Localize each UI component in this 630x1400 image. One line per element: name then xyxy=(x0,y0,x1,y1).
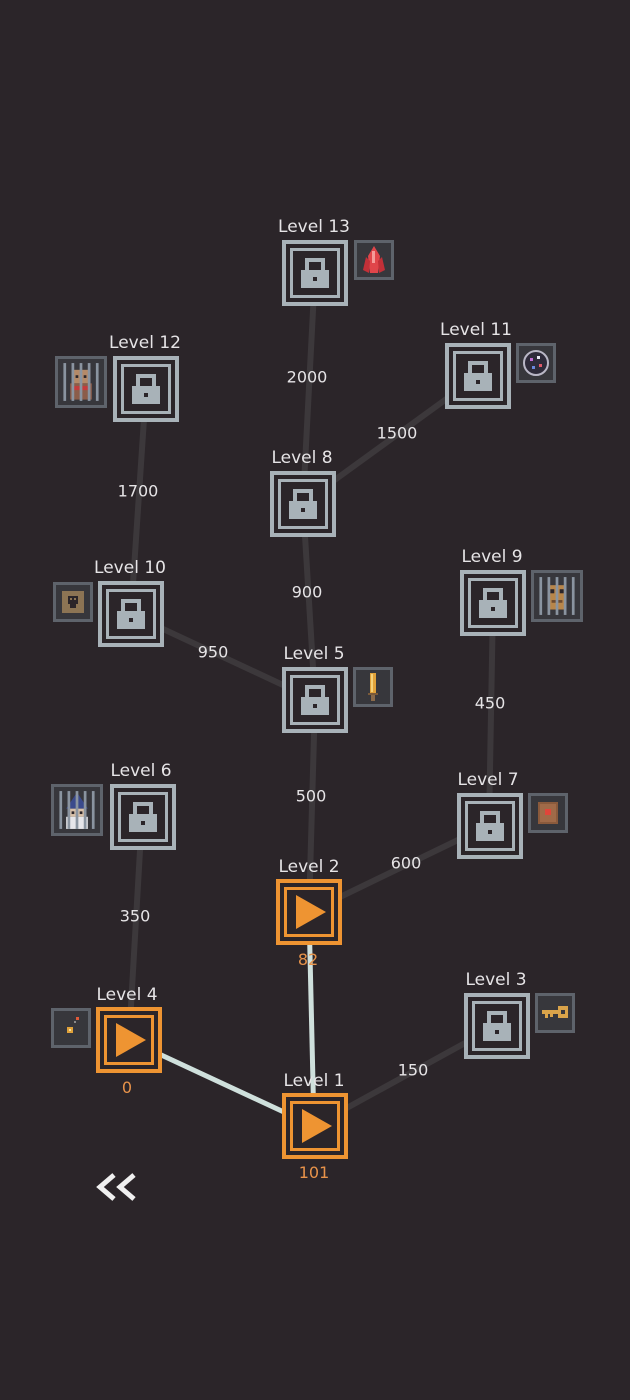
level-1-score: 101 xyxy=(298,1163,330,1182)
level-2-node[interactable] xyxy=(276,879,342,945)
level-5-node[interactable] xyxy=(282,667,348,733)
level-7-reward xyxy=(528,793,568,833)
level-4-reward xyxy=(51,1008,91,1048)
level-13-reward xyxy=(354,240,394,280)
path-cost-level7-level9: 450 xyxy=(474,693,506,713)
level-3-reward xyxy=(535,993,575,1033)
skull-scroll-icon xyxy=(62,591,84,613)
play-icon xyxy=(296,895,326,929)
level-9-node[interactable] xyxy=(460,570,526,636)
level-6-label: Level 6 xyxy=(110,761,172,781)
path-cost-level5-level10: 950 xyxy=(197,642,229,662)
level-4-score: 0 xyxy=(121,1078,133,1097)
path-cost-level5-level8: 900 xyxy=(291,582,323,602)
path-level4-level6 xyxy=(126,815,145,1041)
level-12-label: Level 12 xyxy=(109,333,181,353)
level-13-label: Level 13 xyxy=(278,217,350,237)
level-6-node[interactable] xyxy=(110,784,176,850)
lock-icon xyxy=(483,1011,511,1041)
path-cost-level1-level3: 150 xyxy=(397,1060,429,1080)
spellbook-icon xyxy=(538,802,558,824)
level-4-label: Level 4 xyxy=(96,985,158,1005)
lock-icon xyxy=(132,374,160,404)
level-8-node[interactable] xyxy=(270,471,336,537)
path-cost-level10-level12: 1700 xyxy=(117,481,159,501)
level-2-score: 82 xyxy=(297,950,319,969)
path-cost-level2-level5: 500 xyxy=(295,786,327,806)
level-1-node[interactable] xyxy=(282,1093,348,1159)
level-6-reward xyxy=(51,784,103,836)
lock-icon xyxy=(117,599,145,629)
lock-icon xyxy=(289,489,317,519)
level-7-label: Level 7 xyxy=(457,770,519,790)
path-cost-level8-level13: 2000 xyxy=(286,367,328,387)
bomb-icon xyxy=(67,1017,79,1033)
path-level10-level12 xyxy=(128,388,149,615)
path-level1-level2 xyxy=(306,911,317,1127)
path-level2-level5 xyxy=(306,699,318,913)
level-5-label: Level 5 xyxy=(283,644,345,664)
level-1-label: Level 1 xyxy=(283,1071,345,1091)
level-4-node[interactable] xyxy=(96,1007,162,1073)
level-9-label: Level 9 xyxy=(461,547,523,567)
lock-icon xyxy=(464,361,492,391)
play-icon xyxy=(116,1023,146,1057)
lock-icon xyxy=(479,588,507,618)
caged-creature-icon xyxy=(539,577,575,615)
lock-icon xyxy=(301,258,329,288)
level-13-node[interactable] xyxy=(282,240,348,306)
double-chevron-left-icon xyxy=(96,1173,136,1201)
level-9-reward xyxy=(531,570,583,622)
level-12-reward xyxy=(55,356,107,408)
level-11-label: Level 11 xyxy=(440,320,512,340)
play-icon xyxy=(302,1109,332,1143)
red-crystal-icon xyxy=(363,246,385,273)
path-level7-level9 xyxy=(486,602,496,826)
lock-icon xyxy=(301,685,329,715)
level-3-label: Level 3 xyxy=(465,970,527,990)
lock-icon xyxy=(129,802,157,832)
caged-monk-icon xyxy=(63,363,99,401)
level-10-reward xyxy=(53,582,93,622)
level-2-label: Level 2 xyxy=(278,857,340,877)
level-10-label: Level 10 xyxy=(94,558,166,578)
level-12-node[interactable] xyxy=(113,356,179,422)
level-3-node[interactable] xyxy=(464,993,530,1059)
key-icon xyxy=(542,1006,568,1018)
lock-icon xyxy=(476,811,504,841)
caged-wizard-icon xyxy=(59,791,95,829)
path-cost-level2-level7: 600 xyxy=(390,853,422,873)
path-cost-level4-level6: 350 xyxy=(119,906,151,926)
back-button[interactable] xyxy=(94,1170,144,1204)
path-level8-level13 xyxy=(300,271,318,504)
path-cost-level8-level11: 1500 xyxy=(376,423,418,443)
level-10-node[interactable] xyxy=(98,581,164,647)
level-5-reward xyxy=(353,667,393,707)
level-7-node[interactable] xyxy=(457,793,523,859)
level-11-node[interactable] xyxy=(445,343,511,409)
level-11-reward xyxy=(516,343,556,383)
orb-icon xyxy=(523,350,549,376)
sword-icon xyxy=(368,673,378,701)
level-8-label: Level 8 xyxy=(271,448,333,468)
